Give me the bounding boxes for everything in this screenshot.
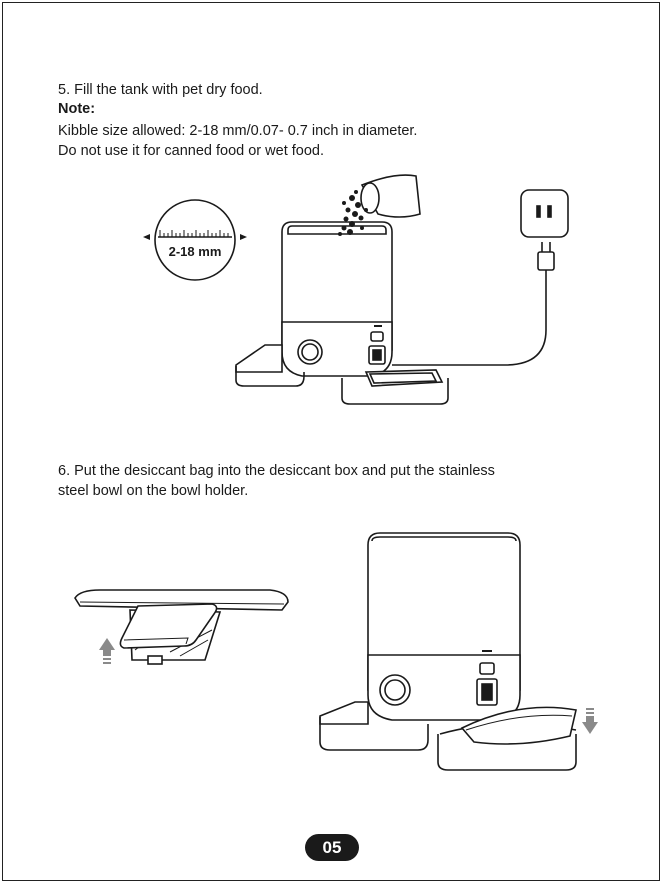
page-number: 05 — [305, 834, 359, 861]
kibble-size-label: 2-18 mm — [163, 244, 227, 259]
arrow-down-icon — [582, 708, 598, 734]
arrow-up-icon — [99, 638, 115, 664]
